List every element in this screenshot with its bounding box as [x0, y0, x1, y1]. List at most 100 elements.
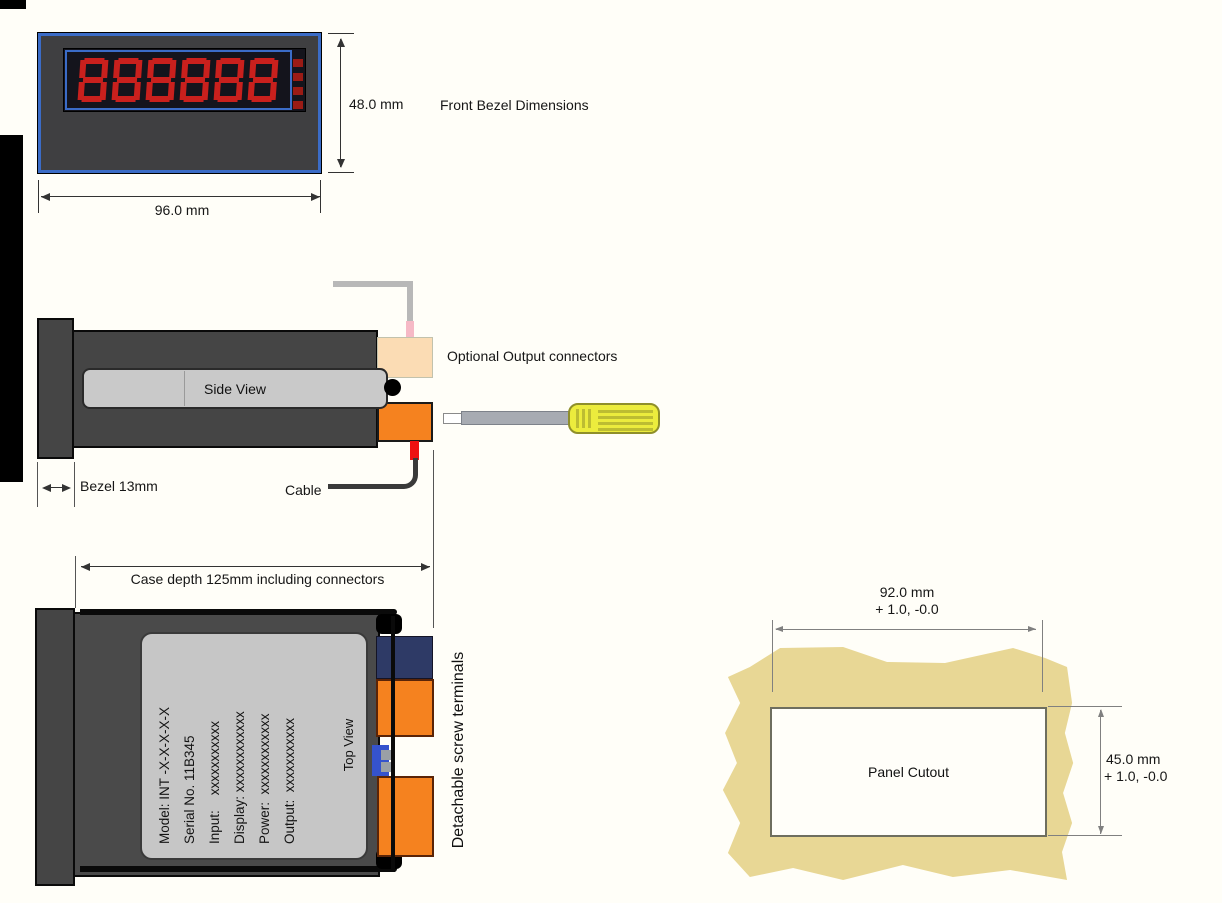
nameplate-line-output: Output: xxxxxxxxxxx — [282, 717, 297, 844]
dim-line-height — [340, 39, 341, 167]
dim-ext-line — [772, 620, 773, 692]
mounting-clip — [376, 614, 402, 634]
cable-label: Cable — [285, 482, 322, 498]
dim-line-bezel — [44, 487, 68, 488]
scan-artifact-bar — [0, 0, 26, 9]
cable-line — [328, 458, 418, 489]
seven-segment-digit — [77, 58, 109, 102]
dim-ext-line — [74, 462, 75, 507]
output-wire — [407, 281, 413, 323]
dim-line-cutout-width — [776, 629, 1036, 630]
cutout-width-tolerance: + 1.0, -0.0 — [875, 601, 939, 617]
arrowhead-down-icon — [337, 159, 345, 168]
arrowhead-down-icon — [1098, 826, 1104, 834]
top-view-label-text: Top View — [340, 718, 356, 772]
nameplate: Model: INT -X-X-X-X-X Serial No. 11B345 … — [140, 632, 368, 860]
cutout-height-tolerance: + 1.0, -0.0 — [1104, 768, 1168, 784]
dim-ext-line — [433, 450, 434, 628]
dim-line-cutout-height — [1100, 710, 1101, 834]
terminal-block-orange — [376, 679, 434, 737]
led-indicator — [293, 59, 303, 67]
handle-stripe — [598, 410, 653, 413]
nameplate-line-input: Input: xxxxxxxxxxx — [207, 720, 222, 844]
led-annunciators — [293, 59, 303, 109]
front-bezel — [38, 33, 321, 173]
screw-terminals-label-text: Detachable screw terminals — [450, 651, 467, 849]
side-view-label: Side View — [82, 368, 388, 409]
arrowhead-up-icon — [337, 38, 345, 47]
nameplate-line-model: Model: INT -X-X-X-X-X — [157, 706, 172, 844]
screwdriver-shaft — [461, 411, 571, 425]
dim-line-width — [41, 196, 320, 197]
bezel-dim-label: Bezel 13mm — [80, 478, 158, 494]
terminal-block-navy — [376, 636, 433, 679]
dim-ext-line — [37, 462, 38, 507]
handle-stripe — [598, 422, 653, 425]
dim-line-depth — [81, 566, 430, 567]
handle-ridge — [582, 409, 585, 428]
screwdriver-handle — [568, 403, 660, 434]
seven-segment-digit — [213, 58, 245, 102]
case-rear-edge — [391, 616, 395, 872]
top-view-bezel — [35, 608, 75, 886]
jumper-pin — [381, 750, 391, 760]
panel-cutout-label: Panel Cutout — [868, 764, 949, 780]
led-indicator — [293, 87, 303, 95]
seven-segment-digit — [179, 58, 211, 102]
arrowhead-left-icon — [42, 484, 51, 492]
seven-segment-digit — [145, 58, 177, 102]
output-wire — [333, 281, 413, 287]
arrowhead-up-icon — [1098, 709, 1104, 717]
handle-ridge — [576, 409, 579, 428]
case-bottom-edge — [80, 866, 397, 872]
handle-stripe — [598, 416, 653, 419]
led-indicator — [293, 73, 303, 81]
seven-segment-digit — [111, 58, 143, 102]
power-connector — [377, 402, 433, 442]
side-view-bezel — [37, 318, 74, 459]
scan-artifact-bar — [0, 135, 23, 482]
label-divider — [184, 371, 185, 406]
case-depth-label: Case depth 125mm including connectors — [130, 571, 385, 587]
dim-ext-line — [75, 556, 76, 608]
dim-tick — [328, 172, 354, 173]
terminal-block-orange — [377, 776, 434, 857]
screw-terminals-label: Detachable screw terminals — [442, 610, 476, 890]
arrowhead-right-icon — [311, 193, 320, 201]
led-indicator — [293, 101, 303, 109]
cutout-height-label: 45.0 mm — [1106, 751, 1161, 767]
cutout-width-label: 92.0 mm — [879, 584, 935, 600]
led-display-digits — [76, 58, 280, 102]
front-view-title: Front Bezel Dimensions — [440, 97, 589, 113]
panel-cutout-rect: Panel Cutout — [770, 707, 1047, 837]
led-display-window — [65, 50, 292, 110]
cable-red-wire — [410, 441, 419, 460]
nameplate-line-display: Display: xxxxxxxxxxxx — [232, 711, 247, 844]
handle-stripe — [598, 428, 653, 431]
arrowhead-right-icon — [62, 484, 71, 492]
side-view-label-text: Side View — [203, 380, 266, 397]
front-width-label: 96.0 mm — [154, 202, 210, 218]
nameplate-line-power: Power: xxxxxxxxxxxx — [257, 713, 272, 844]
arrowhead-left-icon — [41, 193, 50, 201]
front-height-label: 48.0 mm — [349, 96, 404, 112]
dim-ext-line — [1042, 620, 1043, 692]
dim-ext-line — [1048, 706, 1122, 707]
arrowhead-left-icon — [775, 626, 783, 632]
led-display — [63, 48, 306, 112]
handle-ridge — [588, 409, 591, 428]
seven-segment-digit — [247, 58, 279, 102]
case-top-edge — [80, 609, 397, 615]
dim-ext-line — [320, 180, 321, 213]
dim-ext-line — [1048, 835, 1122, 836]
optional-connectors-label: Optional Output connectors — [447, 348, 618, 364]
nameplate-line-serial: Serial No. 11B345 — [182, 735, 197, 844]
jumper-pin — [381, 762, 391, 772]
arrowhead-right-icon — [1028, 626, 1036, 632]
output-wire-boot — [406, 321, 414, 339]
adjustment-knob — [384, 379, 401, 396]
screwdriver-tip — [443, 413, 463, 424]
dim-tick — [328, 33, 354, 34]
top-view-label: Top View — [333, 692, 363, 798]
